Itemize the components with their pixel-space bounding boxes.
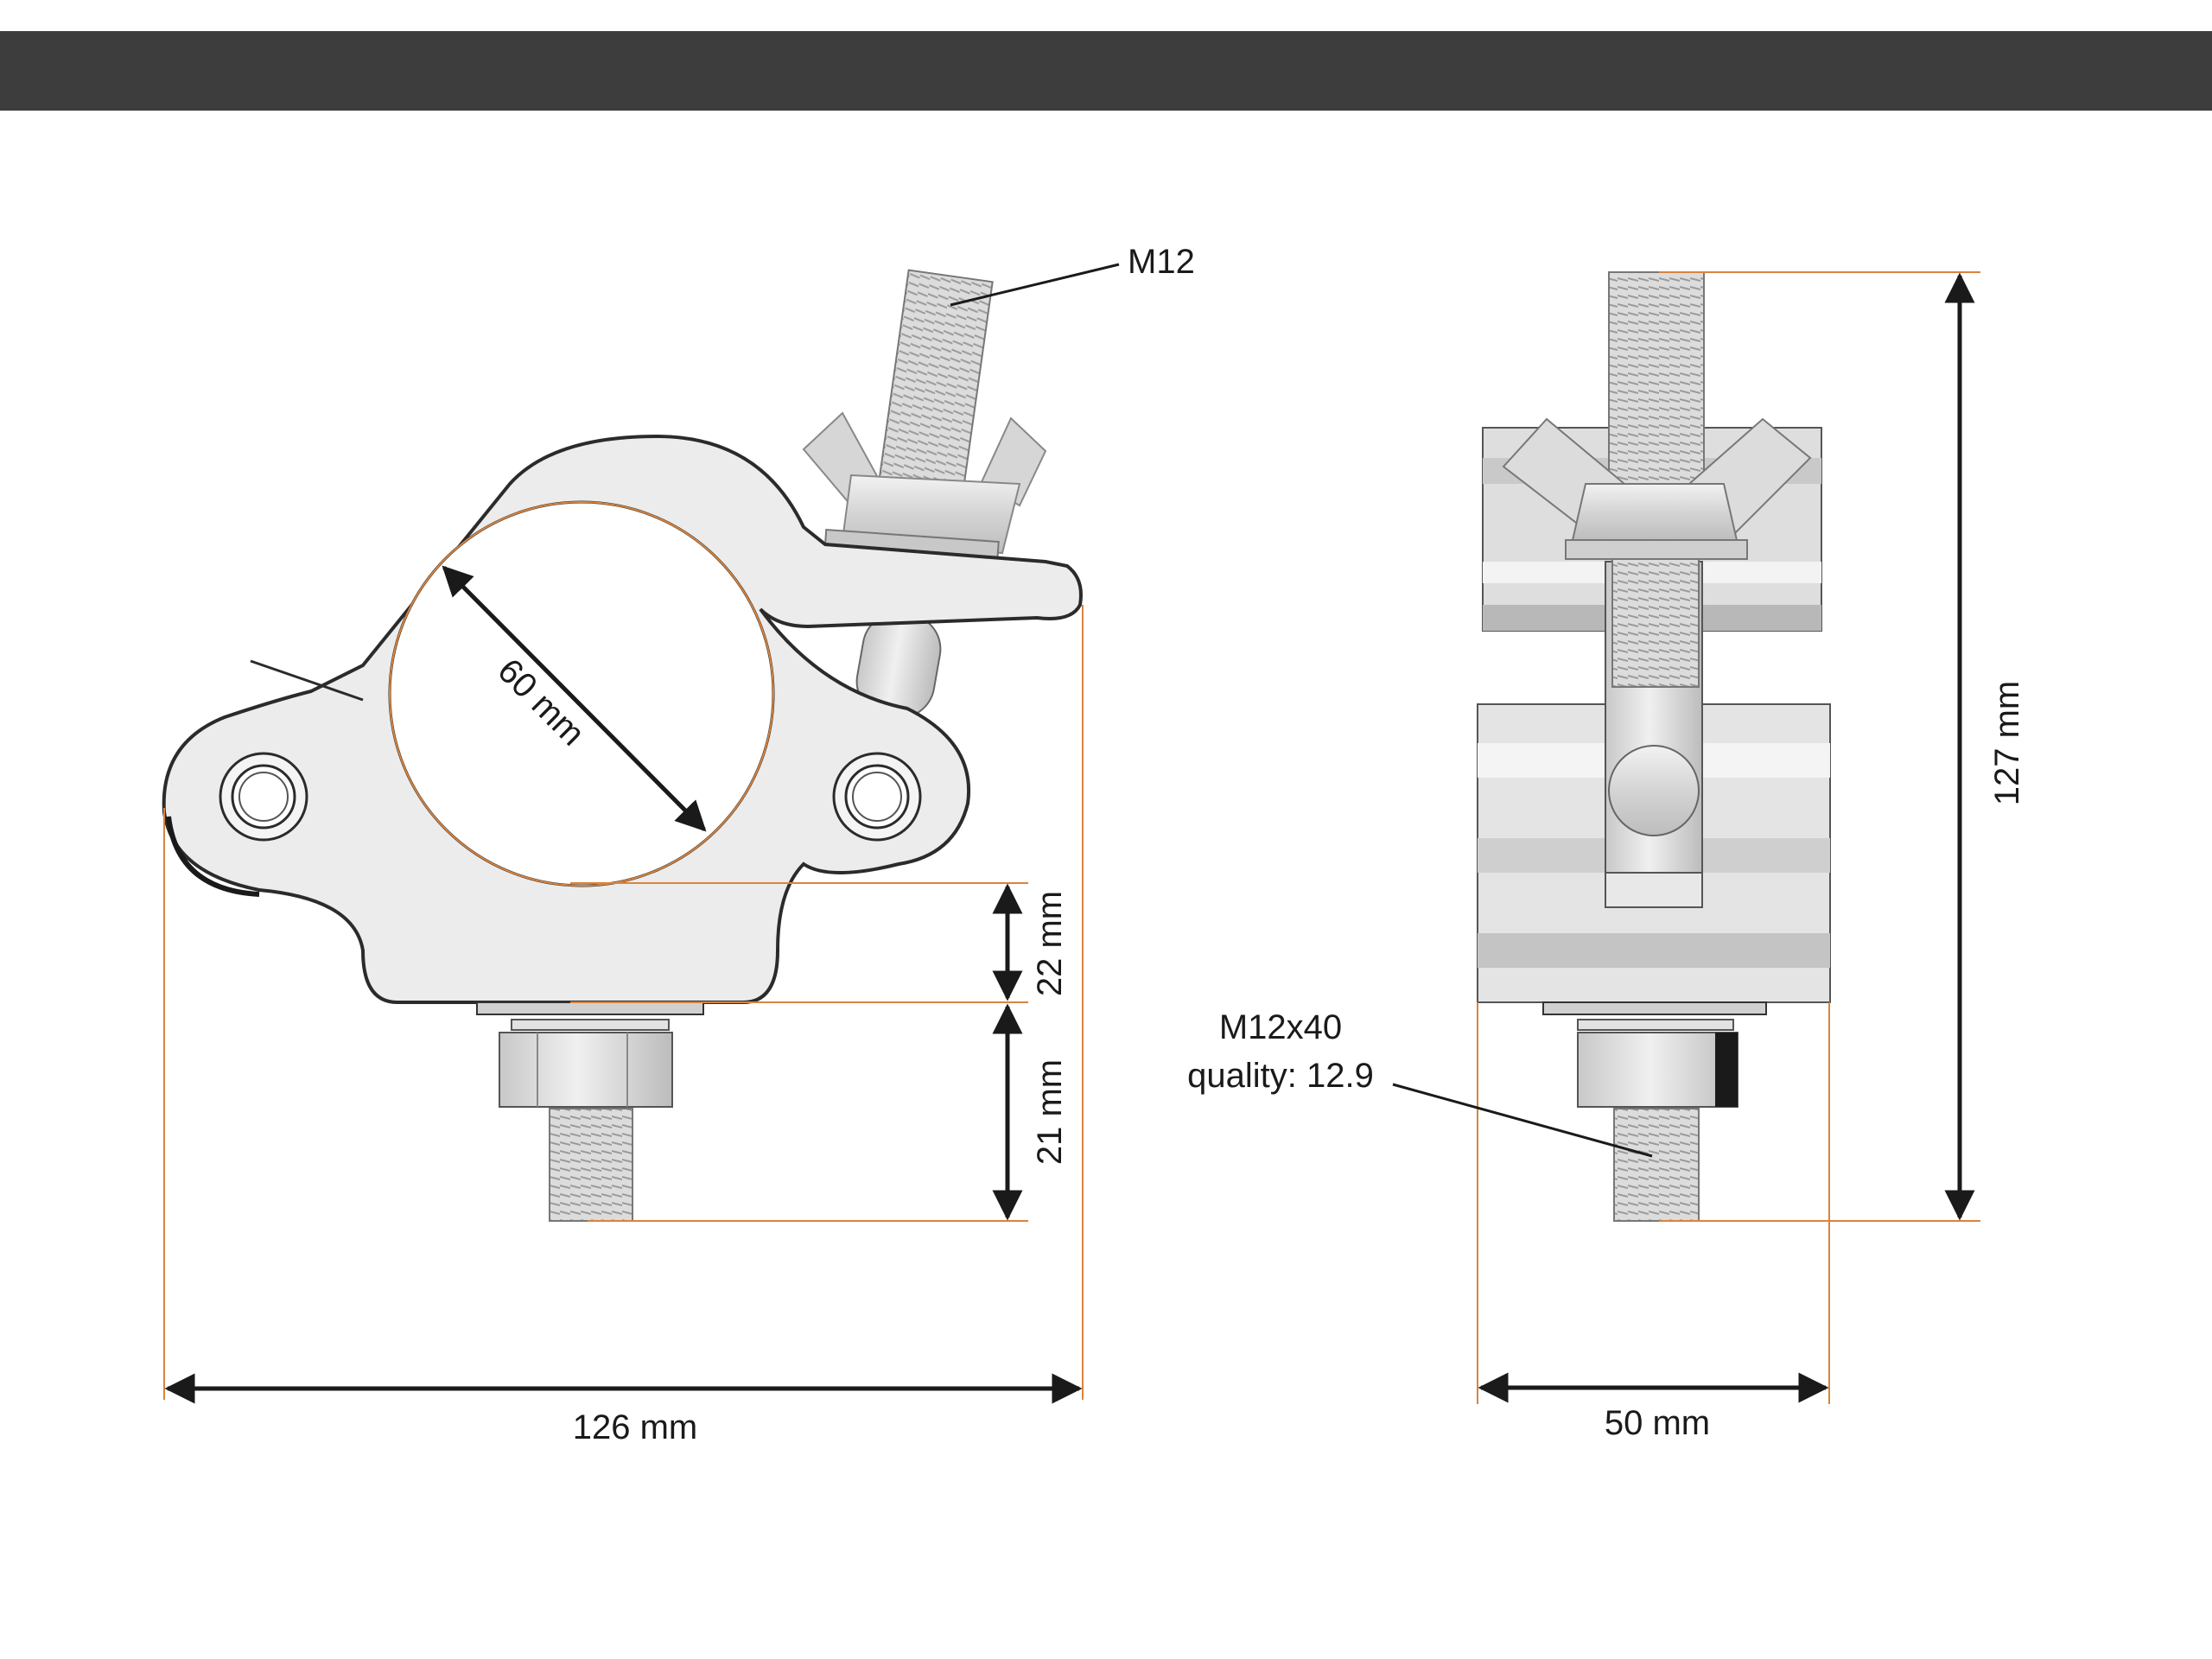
top-bolt	[855, 269, 994, 719]
thread-label: M12	[1128, 243, 1195, 281]
bolt-spec-label: M12x40	[1219, 1008, 1342, 1046]
bolt-swivel-head	[1608, 745, 1700, 836]
bolt-projection-label: 21 mm	[1031, 1059, 1069, 1165]
front-extension-lines	[1477, 271, 1980, 1404]
header-bar	[0, 31, 2212, 111]
bolt-quality-label: quality: 12.9	[1187, 1057, 1374, 1095]
left-pivot-pin	[219, 752, 308, 842]
right-pivot-pin	[832, 752, 922, 842]
tube-bore	[388, 500, 775, 887]
m12-leader-line	[950, 263, 1120, 307]
front-height-label: 127 mm	[1988, 681, 2026, 806]
front-view: M12x40 quality: 12.9 127 mm 50 mm	[1187, 271, 2026, 1442]
front-bottom-bolt	[1542, 1001, 1767, 1222]
side-view: M12 60 mm 22 mm 21 mm 126 mm	[162, 243, 1195, 1446]
front-width-label: 50 mm	[1605, 1404, 1710, 1442]
front-wing-nut	[1502, 417, 1812, 560]
side-extension-lines	[163, 605, 1084, 1400]
jaw-height-label: 22 mm	[1031, 891, 1069, 996]
side-dimension-arrows	[164, 565, 1083, 1404]
front-dimension-arrows	[1478, 272, 1975, 1403]
bottom-bolt	[476, 1001, 704, 1222]
side-width-label: 126 mm	[573, 1408, 698, 1446]
bolt-leader-line	[1392, 1083, 1653, 1158]
